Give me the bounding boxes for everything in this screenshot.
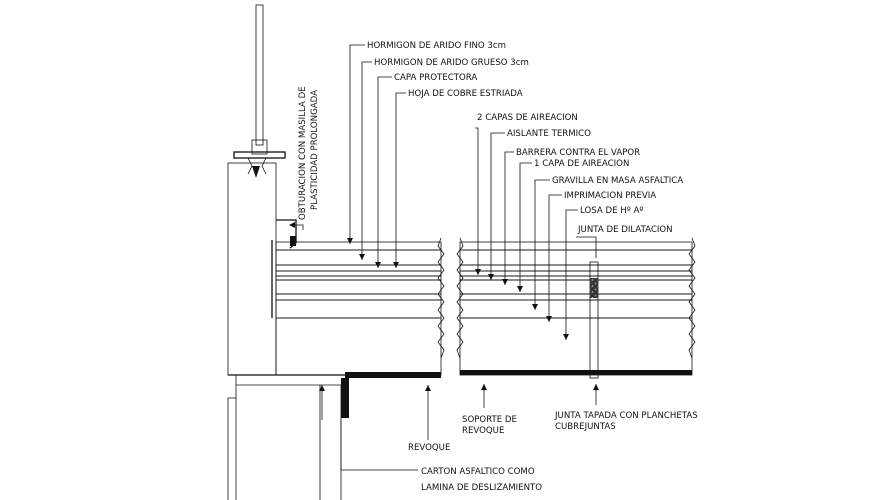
label-capa-protectora: CAPA PROTECTORA <box>394 73 477 83</box>
break-lines <box>437 237 696 359</box>
label-gravilla: GRAVILLA EN MASA ASFALTICA <box>552 176 683 186</box>
lower-wall <box>227 375 342 500</box>
leaders-left <box>290 44 406 268</box>
parapet-wall <box>227 162 442 376</box>
roof-layers-left <box>271 240 442 319</box>
label-obturacion-2: PLASTICIDAD PROLONGADA <box>310 90 320 210</box>
arrowheads <box>289 222 599 391</box>
expansion-joint <box>589 261 599 379</box>
label-hormigon-fino: HORMIGON DE ARIDO FINO 3cm <box>367 41 506 51</box>
label-losa: LOSA DE Hº Aº <box>580 206 643 216</box>
label-carton-1: CARTON ASFALTICO COMO <box>421 467 535 477</box>
label-1-capa-aireacion: 1 CAPA DE AIREACION <box>534 159 629 169</box>
anchor-pole <box>233 4 286 178</box>
label-barrera: BARRERA CONTRA EL VAPOR <box>516 148 640 158</box>
label-junta-tapada-2: CUBREJUNTAS <box>555 422 616 432</box>
bearing-strip <box>341 372 441 418</box>
leaders-right <box>321 127 597 471</box>
label-hoja-cobre: HOJA DE COBRE ESTRIADA <box>408 89 523 99</box>
label-imprimacion: IMPRIMACION PREVIA <box>564 191 656 201</box>
label-carton-2: LAMINA DE DESLIZAMIENTO <box>421 483 542 493</box>
roof-slab-left <box>275 317 442 376</box>
flashing <box>276 219 297 249</box>
roof-layers-right <box>459 241 693 376</box>
label-hormigon-grueso: HORMIGON DE ARIDO GRUESO 3cm <box>374 58 529 68</box>
label-aislante: AISLANTE TERMICO <box>507 129 591 139</box>
label-junta-tapada-1: JUNTA TAPADA CON PLANCHETAS <box>554 411 698 421</box>
label-obturacion-1: OBTURACION CON MASILLA DE <box>298 86 308 220</box>
label-2-capas-aireacion: 2 CAPAS DE AIREACION <box>477 113 578 123</box>
label-soporte-2: REVOQUE <box>462 426 504 436</box>
label-soporte-1: SOPORTE DE <box>462 415 517 425</box>
label-junta-dilatacion: JUNTA DE DILATACION <box>577 225 673 235</box>
label-revoque: REVOQUE <box>408 443 450 453</box>
